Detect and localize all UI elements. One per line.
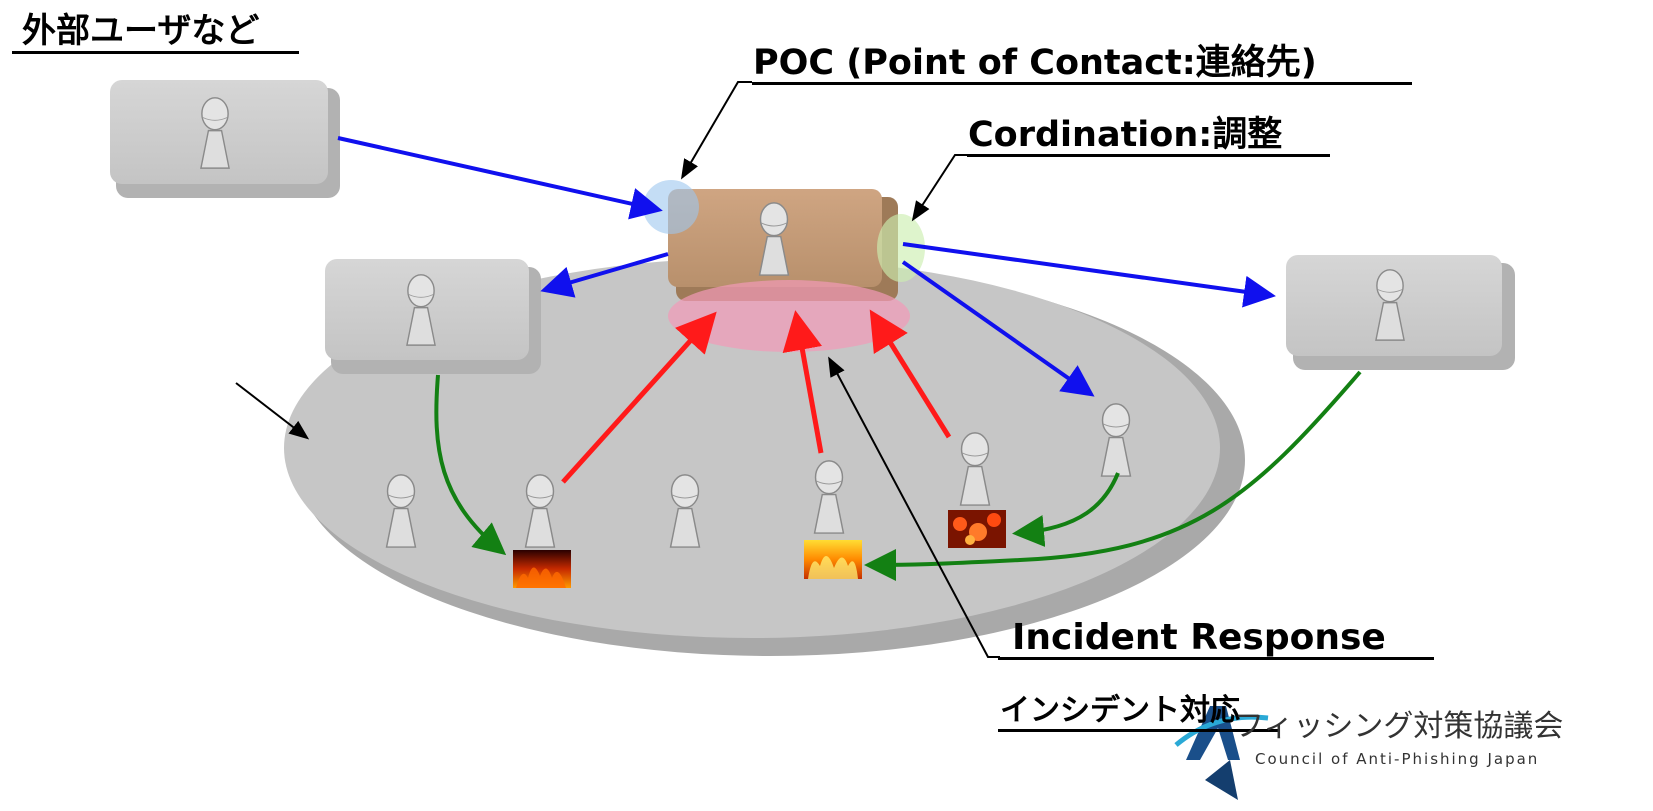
notification-arrows <box>337 136 1276 397</box>
external-user-box <box>110 80 340 198</box>
member-box-right <box>1286 255 1515 370</box>
report-arrows <box>561 309 952 484</box>
coordination-label: Cordination:調整 <box>968 115 1283 155</box>
external-users-underline <box>12 51 299 54</box>
poc-box <box>668 189 898 301</box>
poc-underline <box>752 82 1412 85</box>
fire-icon <box>948 510 1006 548</box>
poc-label: POC (Point of Contact:連絡先) <box>753 43 1317 83</box>
pointer-lines <box>235 81 1000 658</box>
coordination-highlight <box>877 214 925 282</box>
council-logo-mark <box>1174 706 1269 800</box>
fire-icon <box>513 550 571 588</box>
council-logo-name-en: Council of Anti-Phishing Japan <box>1255 750 1540 768</box>
incident-response-jp-label: インシデント対応 <box>1000 693 1240 728</box>
incident-response-label: Incident Response <box>1012 617 1386 658</box>
member-box-left <box>325 259 541 374</box>
incident-response-jp-underline <box>998 729 1280 732</box>
incident-response-highlight <box>668 280 910 352</box>
incident-response-underline <box>998 657 1434 660</box>
coordination-underline <box>967 154 1330 157</box>
fire-icon <box>804 540 862 579</box>
external-users-label: 外部ユーザなど <box>22 11 260 51</box>
response-arrows <box>434 370 1362 581</box>
council-logo-name-jp: フィッシング対策協議会 <box>1234 709 1564 744</box>
